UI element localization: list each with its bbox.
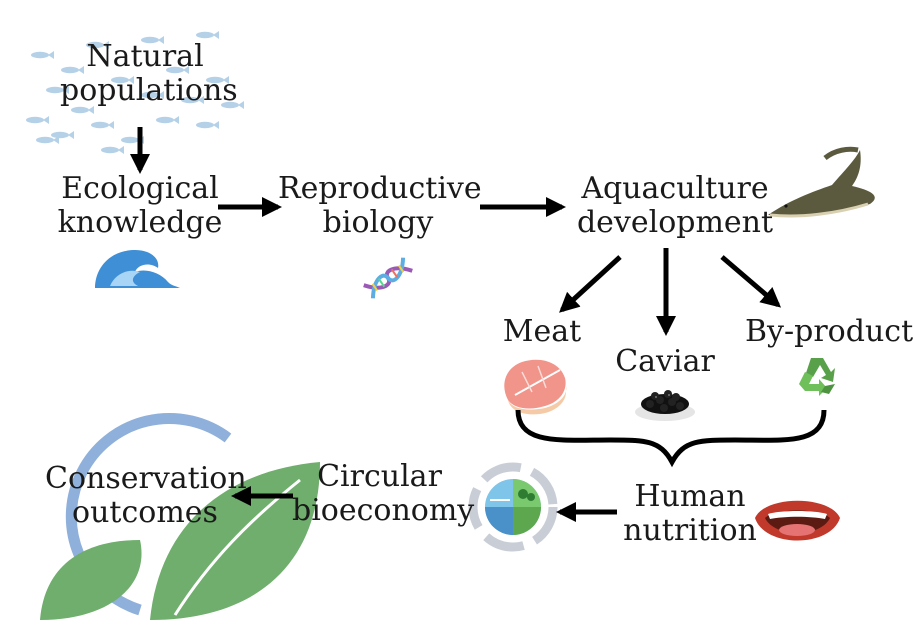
ecosystem-cycle-icon [468, 462, 558, 552]
sturgeon-icon [768, 146, 875, 218]
node-meat: Meat [502, 314, 582, 349]
leaf-icon [40, 540, 142, 620]
node-natural-populations: Natural populations [60, 39, 238, 108]
caviar-icon [635, 390, 695, 421]
node-caviar: Caviar [615, 344, 715, 379]
mouth-icon [755, 500, 840, 541]
node-human-nutrition: Human nutrition [623, 479, 757, 548]
salmon-steak-icon [504, 359, 567, 415]
node-conservation-outcomes: Conservation outcomes [45, 461, 247, 530]
node-ecological-knowledge: Ecological knowledge [57, 171, 223, 240]
node-reproductive-biology: Reproductive biology [278, 171, 482, 240]
dna-icon [363, 257, 413, 299]
node-aquaculture-development: Aquaculture development [576, 171, 774, 240]
recycle-icon [799, 358, 835, 396]
arrow-aquaculture-to-meat [559, 255, 622, 313]
conservation-illustration [40, 413, 320, 620]
arrow-aquaculture-to-byproduct [720, 255, 782, 308]
wave-icon [95, 250, 180, 288]
node-circular-bioeconomy: Circular bioeconomy [292, 459, 475, 528]
products-brace [515, 409, 827, 468]
node-by-product: By-product [745, 314, 913, 349]
arrows [130, 127, 782, 522]
leaf-icon-2 [150, 462, 320, 620]
